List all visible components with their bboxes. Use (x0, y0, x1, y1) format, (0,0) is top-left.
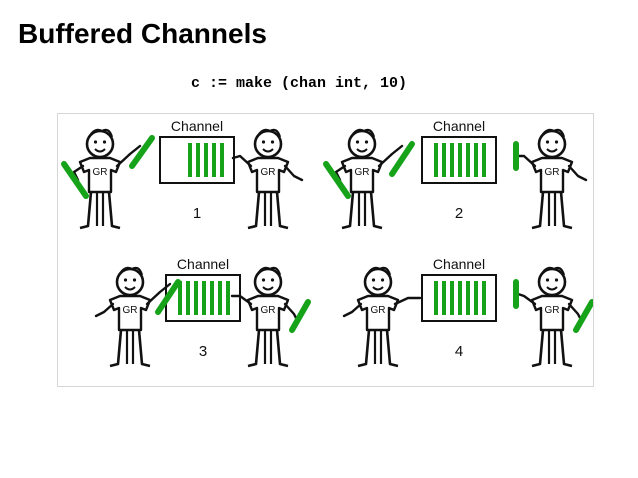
value-stick (323, 161, 351, 199)
channel-scene-4: Channel 4 GR GR (342, 256, 593, 368)
receiver-arm (231, 154, 253, 168)
figure-label: GR (261, 305, 276, 316)
channel-scene-2: Channel 2 GR GR (323, 118, 588, 230)
buffered-value (434, 143, 438, 177)
slide-title: Buffered Channels (18, 18, 267, 49)
sender-arm (145, 282, 172, 306)
goroutine-sender: GR (340, 128, 384, 230)
buffered-value (212, 143, 216, 177)
channel-scene-3: Channel 3 GR GR (94, 256, 311, 368)
sender-arm (393, 296, 422, 306)
figure-label: GR (93, 167, 108, 178)
sender-arm (94, 302, 115, 318)
channel-label: Channel (433, 118, 485, 134)
receiver-arm (516, 292, 537, 306)
figure-label: GR (261, 167, 276, 178)
value-stick (155, 279, 181, 315)
buffered-value (196, 143, 200, 177)
buffered-value (458, 143, 462, 177)
value-stick (129, 135, 155, 169)
figure-label: GR (355, 167, 370, 178)
sender-arm (342, 302, 363, 318)
value-stick (573, 299, 593, 333)
scene-number: 3 (199, 343, 207, 360)
buffered-value (442, 143, 446, 177)
buffered-value (450, 281, 454, 315)
goroutine-receiver: GR (246, 266, 290, 368)
buffered-value (186, 281, 190, 315)
buffered-value (450, 143, 454, 177)
sender-arm (115, 144, 142, 168)
buffered-value (474, 143, 478, 177)
scene-number: 1 (193, 205, 201, 222)
buffered-value (210, 281, 214, 315)
buffered-value (442, 281, 446, 315)
receiver-arm (567, 164, 588, 182)
receiver-arm (516, 154, 537, 168)
buffered-value (194, 281, 198, 315)
figure-label: GR (123, 305, 138, 316)
scene-number: 2 (455, 205, 463, 222)
goroutine-sender: GR (108, 266, 152, 368)
value-stick (289, 299, 311, 333)
figure-label: GR (545, 167, 560, 178)
value-stick (389, 141, 415, 177)
buffered-value (458, 281, 462, 315)
buffered-value (226, 281, 230, 315)
buffered-value (202, 281, 206, 315)
buffered-value (188, 143, 192, 177)
channel-scene-1: Channel 1 GR GR (61, 118, 304, 230)
channel-label: Channel (433, 256, 485, 272)
goroutine-sender: GR (78, 128, 122, 230)
buffered-value (434, 281, 438, 315)
figure-label: GR (545, 305, 560, 316)
buffered-value (466, 143, 470, 177)
sender-arm (377, 144, 404, 168)
scene-number: 4 (455, 343, 463, 360)
buffered-value (218, 281, 222, 315)
receiver-arm (283, 164, 304, 182)
buffered-value (204, 143, 208, 177)
goroutine-sender: GR (356, 266, 400, 368)
goroutine-receiver: GR (246, 128, 290, 230)
receiver-arm (230, 294, 253, 306)
buffered-value (466, 281, 470, 315)
buffered-value (178, 281, 182, 315)
buffered-value (482, 143, 486, 177)
channel-label: Channel (177, 256, 229, 272)
code-snippet: c := make (chan int, 10) (191, 75, 408, 92)
buffered-value (482, 281, 486, 315)
buffered-value (474, 281, 478, 315)
value-stick (61, 161, 89, 199)
buffered-value (220, 143, 224, 177)
channel-label: Channel (171, 118, 223, 134)
figure-label: GR (371, 305, 386, 316)
goroutine-receiver: GR (530, 128, 574, 230)
goroutine-receiver: GR (530, 266, 574, 368)
